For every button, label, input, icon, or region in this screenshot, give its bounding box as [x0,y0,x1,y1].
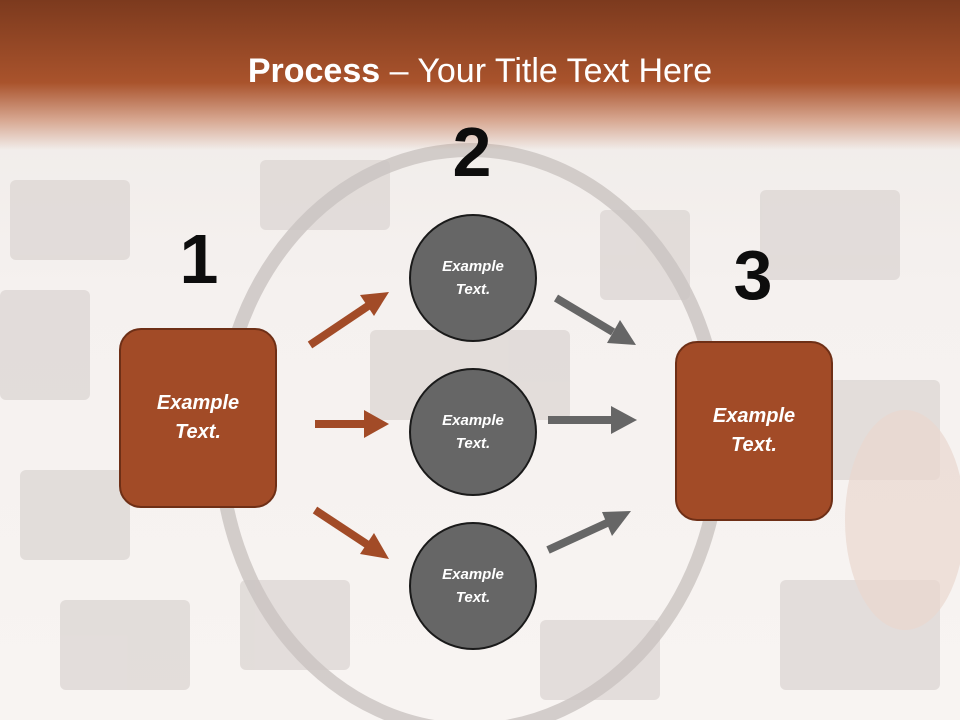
step-number-2: 2 [452,113,492,191]
arrow-1-to-top-head [360,292,389,316]
arrow-middle-to-3-head [611,406,637,434]
step-1-text: Example Text. [156,392,240,443]
arrow-1-to-top [307,302,371,349]
arrow-top-to-3-head [607,320,636,345]
step-2-circle-bottom-text: Example Text. [442,566,504,606]
step-2-circle-middle: Example Text. [409,368,537,496]
arrow-bottom-to-3 [546,519,609,554]
arrow-top-to-3 [553,294,616,336]
step-number-3: 3 [733,236,773,314]
slide-title: Process – Your Title Text Here [0,52,960,91]
arrow-1-to-bottom-head [360,533,389,559]
arrow-bottom-to-3-head [602,511,631,536]
step-2-circle-bottom: Example Text. [409,522,537,650]
arrow-1-to-bottom [312,506,371,549]
step-2-circle-middle-text: Example Text. [442,412,504,452]
step-number-1: 1 [179,220,219,298]
title-rest: – Your Title Text Here [380,52,713,90]
step-3-text: Example Text. [712,405,796,456]
step-2-circle-top-text: Example Text. [442,258,504,298]
title-bar [0,0,960,150]
title-bold: Process [247,52,381,90]
step-1-box: Example Text. [119,328,277,508]
step-3-box: Example Text. [675,341,833,521]
arrow-1-to-middle-head [364,410,389,438]
step-2-circle-top: Example Text. [409,214,537,342]
